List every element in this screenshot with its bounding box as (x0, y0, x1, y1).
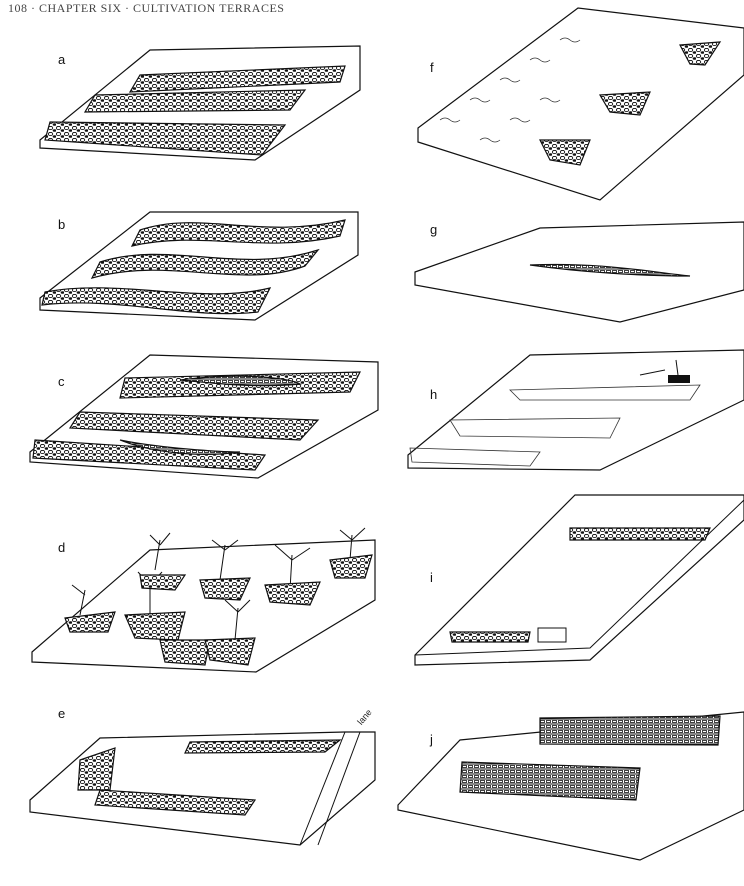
panel-label-j: j (430, 732, 433, 747)
panel-label-c: c (58, 374, 65, 389)
panel-f-drawing (417, 7, 744, 201)
panel-j-drawing (397, 711, 744, 861)
panel-a-drawing (39, 45, 361, 161)
panel-label-g: g (430, 222, 438, 237)
panel-label-h: h (430, 387, 438, 402)
panel-e-drawing (29, 731, 376, 846)
panel-label-b: b (58, 217, 66, 232)
panel-g-drawing (414, 221, 744, 323)
panel-c-drawing (29, 354, 379, 479)
panel-label-a: a (58, 52, 66, 67)
panel-b-drawing (39, 211, 359, 321)
panel-d-drawing (31, 527, 376, 673)
running-header: 108 · CHAPTER SIX · CULTIVATION TERRACES (8, 1, 285, 15)
panel-i-drawing (414, 494, 744, 666)
panel-h-drawing (407, 349, 744, 471)
panel-label-f: f (430, 60, 434, 75)
panel-label-d: d (58, 540, 66, 555)
panel-label-e: e (58, 706, 66, 721)
panel-label-i: i (430, 570, 433, 585)
